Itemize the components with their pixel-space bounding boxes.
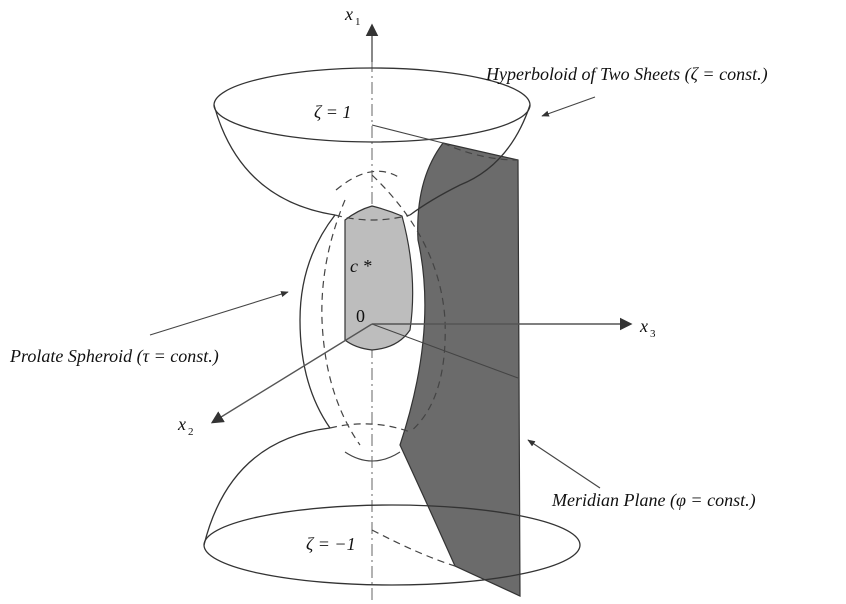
x2-axis-subscript: 2 xyxy=(188,426,194,438)
hyperboloid-pointer-arrow xyxy=(541,96,596,117)
hyperboloid-top-right xyxy=(409,104,531,216)
zeta-top-label: ζ = 1 xyxy=(314,102,351,122)
hyperboloid-caption: Hyperboloid of Two Sheets (ζ = const.) xyxy=(485,64,768,85)
hyperboloid-bottom-waist xyxy=(329,423,411,433)
spheroid-caption: Prolate Spheroid (τ = const.) xyxy=(9,346,219,367)
meridian-caption: Meridian Plane (φ = const.) xyxy=(551,490,756,511)
meridian-plane xyxy=(399,142,521,597)
spheroid-dashed-inner xyxy=(321,199,361,446)
x3-axis-label: x xyxy=(639,316,648,336)
hyperboloid-bottom-inner-arc xyxy=(344,451,401,462)
x3-axis-subscript: 3 xyxy=(650,328,656,340)
meridian-pointer-arrow xyxy=(527,439,601,489)
x1-axis-label: x xyxy=(344,4,353,24)
hyperboloid-bottom-dashed-curve xyxy=(371,529,456,567)
spheroid-pointer-arrow xyxy=(149,291,289,336)
focus-point-label: c * xyxy=(350,256,372,276)
spheroid-dashed-outer xyxy=(371,174,446,433)
hyperboloid-top-dashed-curve xyxy=(442,142,519,161)
x1-axis-subscript: 1 xyxy=(355,16,361,28)
spheroid-meridian-section xyxy=(344,205,414,351)
hyperboloid-top-left xyxy=(213,104,336,216)
spheroid-outline-left xyxy=(299,214,336,429)
x2-axis-label: x xyxy=(177,414,186,434)
hyperboloid-top-waist xyxy=(334,214,411,221)
origin-label: 0 xyxy=(356,306,365,326)
x2-axis xyxy=(210,323,373,424)
hyperboloid-bottom-rim xyxy=(203,504,581,586)
zeta-top-reference-line xyxy=(371,124,444,144)
hyperboloid-bottom-left xyxy=(203,427,331,546)
meridian-lower-edge xyxy=(371,323,519,379)
zeta-bottom-label: ζ = −1 xyxy=(306,534,356,554)
spheroid-dashed-top xyxy=(335,170,401,191)
